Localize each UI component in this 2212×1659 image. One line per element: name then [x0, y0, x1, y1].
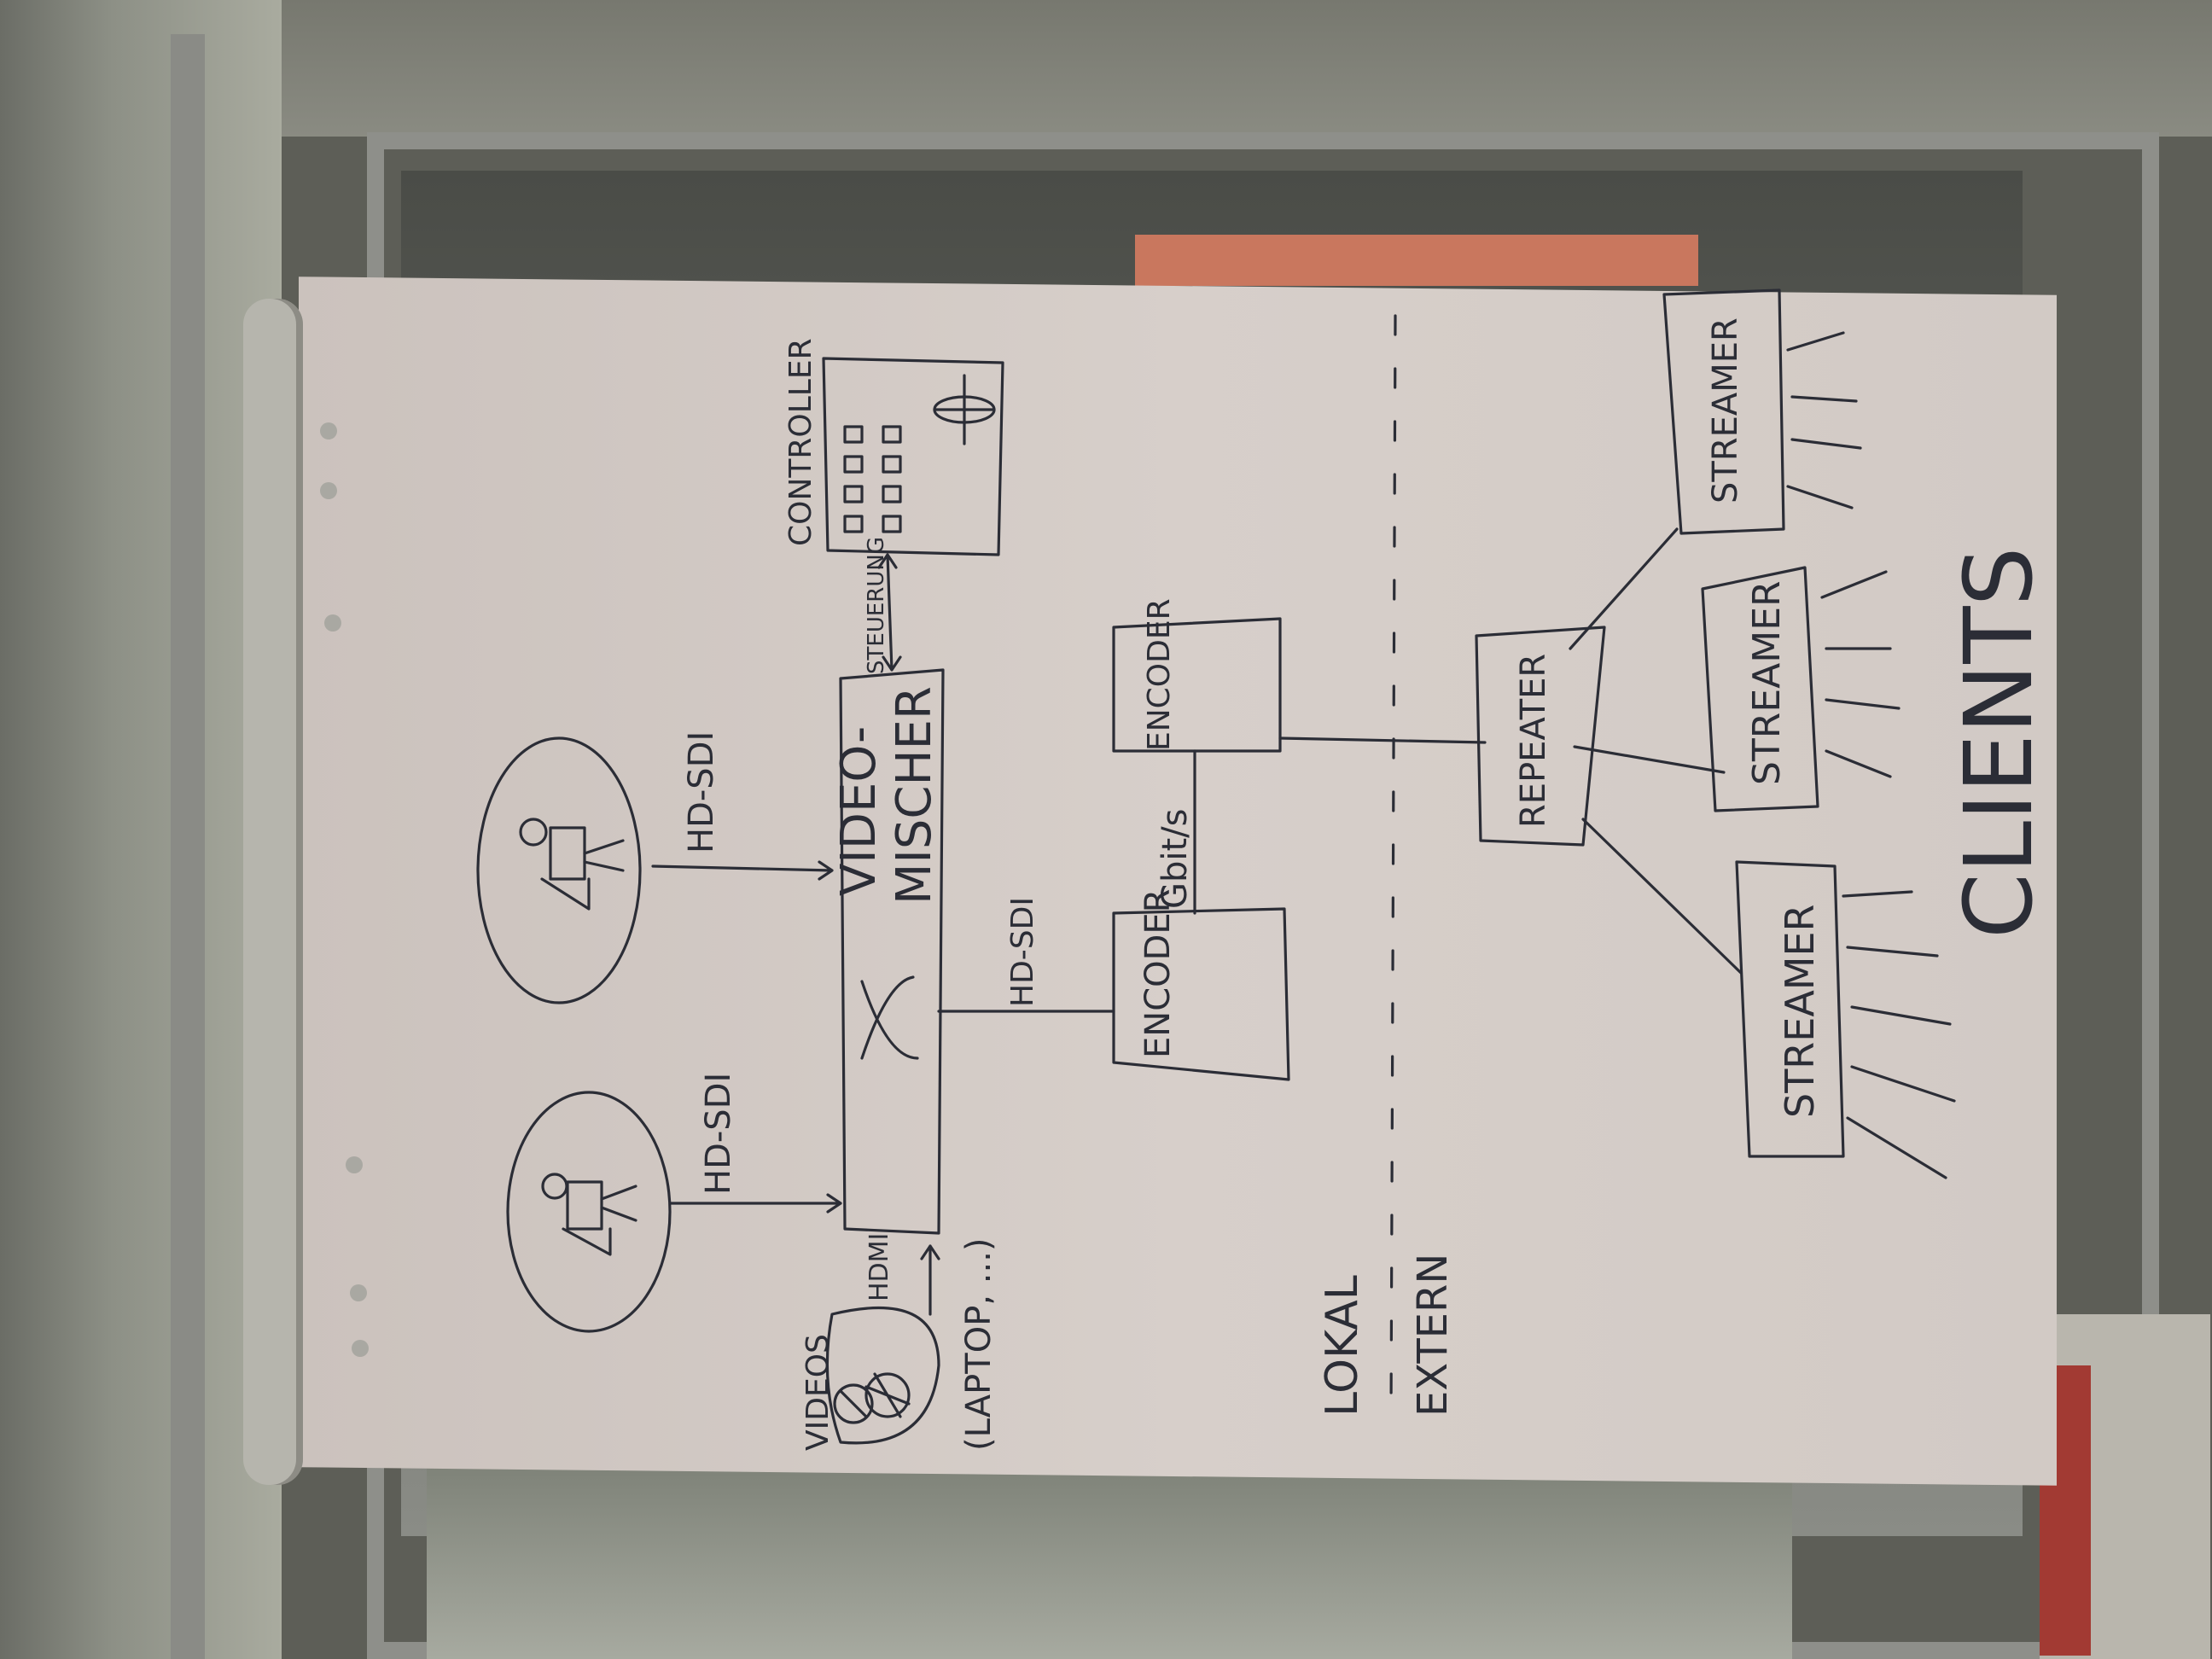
repeater-label: REPEATER: [1514, 654, 1553, 828]
streamer-label: STREAMER: [1777, 904, 1823, 1118]
paper-hole: [320, 482, 337, 499]
hdmi-link-line: [920, 1244, 940, 1316]
camera-link-label: HD-SDI: [699, 1073, 738, 1195]
video-mixer-box: [839, 668, 945, 1235]
camera-link-line: [668, 1193, 842, 1214]
client-rays: [1786, 331, 1956, 1179]
clients-label: CLIENTS: [1944, 547, 2053, 939]
encoder-label: ENCODER: [1142, 598, 1177, 751]
streamer-box: [1735, 860, 1845, 1158]
videos-label: VIDEOS: [800, 1334, 835, 1451]
zone-external-label: EXTERN: [1409, 1254, 1457, 1417]
mixer-label: VIDEO-: [831, 726, 887, 896]
paper-hole: [324, 614, 341, 632]
controller-box: [822, 357, 1004, 556]
paper-hole: [352, 1340, 369, 1357]
camera-circle: [476, 736, 642, 1004]
background-wall: [0, 0, 282, 1659]
laptop-label: (LAPTOP, ...): [959, 1237, 998, 1451]
paper-hole: [350, 1284, 367, 1301]
streamer-link-lines: [1569, 527, 1743, 975]
encoder-link-label: HD-SDI: [1005, 897, 1040, 1007]
streamer-box: [1701, 566, 1819, 812]
camera-link-line: [651, 860, 834, 881]
videos-source: [825, 1307, 940, 1445]
control-link-label: STEUERUNG: [864, 537, 889, 674]
paper-hole: [346, 1156, 363, 1173]
paper-hole: [320, 422, 337, 439]
streamer-label: STREAMER: [1745, 580, 1789, 785]
streamer-label: STREAMER: [1706, 317, 1745, 504]
gbit-link-label: Gbit/s: [1155, 809, 1195, 910]
repeater-link-line: [1278, 736, 1487, 744]
streamer-box: [1662, 288, 1785, 535]
camera-icon: [519, 818, 625, 911]
flipchart-bar: [243, 299, 303, 1485]
mixer-label: MISCHER: [887, 686, 942, 905]
camera-icon: [541, 1173, 637, 1256]
encoder-label: ENCODER: [1138, 889, 1178, 1058]
control-link-line: [877, 553, 902, 672]
background-floor: [427, 1468, 1792, 1659]
encoder-box: [1112, 907, 1290, 1081]
camera-link-label: HD-SDI: [682, 731, 721, 853]
orange-sign: [1135, 235, 1698, 286]
camera-circle: [506, 1091, 672, 1333]
repeater-box: [1475, 626, 1606, 847]
zone-divider: [1389, 314, 1397, 1418]
mixer-cross-icon: [860, 975, 919, 1060]
zone-local-label: LOKAL: [1317, 1275, 1368, 1417]
hdmi-link-label: HDMI: [864, 1233, 894, 1301]
controller-label: CONTROLLER: [783, 338, 818, 546]
background-top-wall: [282, 0, 2212, 137]
encoder-box: [1112, 617, 1282, 753]
controller-buttons: [843, 374, 996, 533]
door-frame-left: [171, 34, 205, 1659]
